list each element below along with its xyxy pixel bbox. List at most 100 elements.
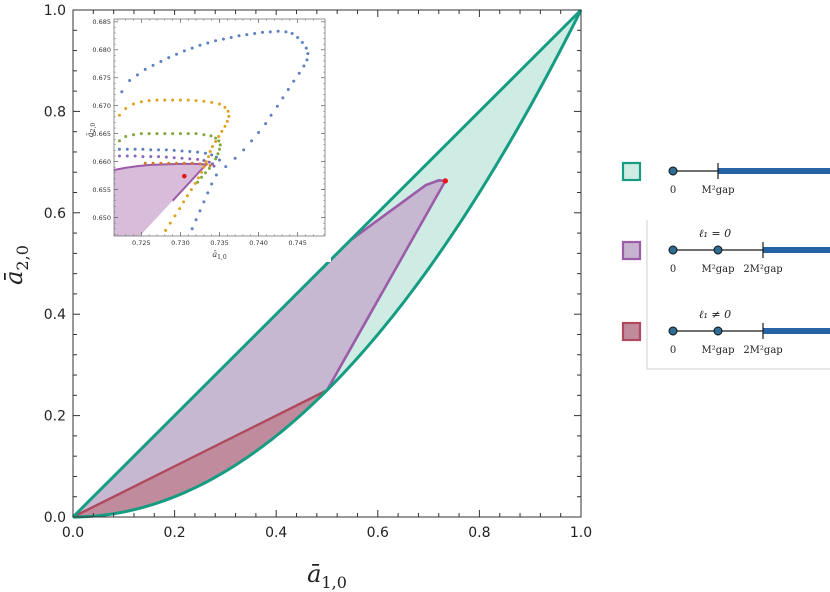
inset-point <box>227 114 231 118</box>
inset-point <box>269 113 273 117</box>
inset-point <box>226 109 230 113</box>
inset-point <box>210 145 214 149</box>
inset-point <box>268 30 272 34</box>
inset-region-edge <box>114 162 209 202</box>
inset-point <box>196 180 200 184</box>
inset-point <box>163 132 167 136</box>
inset-point <box>207 160 211 164</box>
legend-subtitle: ℓ₁ ≠ 0 <box>699 308 731 321</box>
inset-point <box>223 124 227 128</box>
inset-point <box>207 155 211 159</box>
inset-point <box>133 147 137 151</box>
inset-point <box>214 173 218 177</box>
inset-point <box>196 176 200 180</box>
inset-point <box>257 131 261 135</box>
inset-point <box>210 182 214 186</box>
inset-point <box>128 79 132 83</box>
legend-tick-label: 0 <box>670 345 676 356</box>
legend-state-dot <box>713 245 723 255</box>
inset-highlight-point <box>182 173 187 179</box>
inset-point <box>196 150 200 154</box>
y-axis-label-main: ā <box>0 271 28 285</box>
inset-y-tick-label: 0.655 <box>92 186 111 194</box>
inset-point <box>124 134 128 138</box>
inset-y-axis-label: ā2,0 <box>86 123 97 138</box>
region-purple-edge <box>325 179 447 391</box>
inset-point <box>194 132 198 136</box>
inset-point <box>163 98 167 102</box>
inset-point <box>202 133 206 137</box>
inset-point <box>194 99 198 103</box>
x-axis-label-sub: 1,0 <box>321 573 346 592</box>
inset-point <box>286 87 290 91</box>
inset-point <box>208 164 212 168</box>
inset-series-4 <box>143 161 212 168</box>
inset-point <box>245 33 249 37</box>
inset-point <box>214 139 218 143</box>
inset-point <box>175 52 179 56</box>
inset-point <box>159 60 163 64</box>
inset-point <box>204 162 208 166</box>
plot-frame <box>72 9 582 518</box>
inset-point <box>276 29 280 33</box>
inset-point <box>125 147 129 151</box>
y-tick-label: 0.2 <box>44 409 66 425</box>
x-tick-label: 1.0 <box>570 525 592 541</box>
inset-series-1 <box>117 98 231 232</box>
main-plot-area <box>71 8 583 519</box>
inset-point <box>290 32 294 36</box>
inset-point <box>237 34 241 38</box>
inset-point <box>198 43 202 47</box>
inset-point <box>139 100 143 104</box>
inset-point <box>188 157 192 161</box>
y-axis-label-sub: 2,0 <box>13 245 32 270</box>
inset-point <box>135 73 139 77</box>
inset-point <box>171 98 175 102</box>
inset-point <box>173 214 177 218</box>
inset-point <box>209 134 213 138</box>
inset-x-tick-label: 0.725 <box>132 239 151 247</box>
inset-point <box>212 164 216 168</box>
legend-continuum-bar <box>763 247 830 253</box>
inset-point <box>206 191 210 195</box>
inset-point <box>117 147 121 151</box>
inset-point <box>151 63 155 67</box>
inset-point <box>196 157 200 161</box>
inset-x-tick-label: 0.745 <box>288 239 307 247</box>
inset-point <box>149 148 153 152</box>
inset-x-tick-label: 0.735 <box>210 239 229 247</box>
legend-continuum-bar <box>718 168 830 174</box>
inset-point <box>202 99 206 103</box>
inset-point <box>233 156 237 160</box>
inset-point <box>214 157 218 161</box>
inset-point <box>221 37 225 41</box>
legend-tick-label: M²gap <box>701 264 734 275</box>
legend-tick-label: M²gap <box>701 345 734 356</box>
inset-point <box>284 30 288 34</box>
region-teal-lower-edge <box>72 9 583 519</box>
inset-point <box>217 134 221 138</box>
inset-point <box>168 221 172 225</box>
inset-region-fill <box>114 163 207 236</box>
legend-tick-label: 0 <box>670 264 676 275</box>
inset-point <box>117 113 121 117</box>
inset-point <box>194 218 198 222</box>
inset-point <box>147 132 151 136</box>
inset-content <box>114 29 310 236</box>
inset-point <box>141 147 145 151</box>
inset-point <box>125 154 129 158</box>
inset-point <box>143 67 147 71</box>
legend-state-dot <box>713 326 723 336</box>
y-tick-label: 0.0 <box>44 510 66 526</box>
inset-point <box>210 153 214 157</box>
inset-point <box>202 165 206 169</box>
x-tick-label: 0.0 <box>62 525 84 541</box>
region-teal-upper-edge <box>71 8 583 519</box>
inset-x-axis-label: ā1,0 <box>212 250 227 261</box>
inset-point <box>164 155 168 159</box>
inset-point <box>147 99 151 103</box>
inset-point <box>139 132 143 136</box>
inset-point <box>171 132 175 136</box>
y-tick-label: 0.6 <box>44 206 66 222</box>
